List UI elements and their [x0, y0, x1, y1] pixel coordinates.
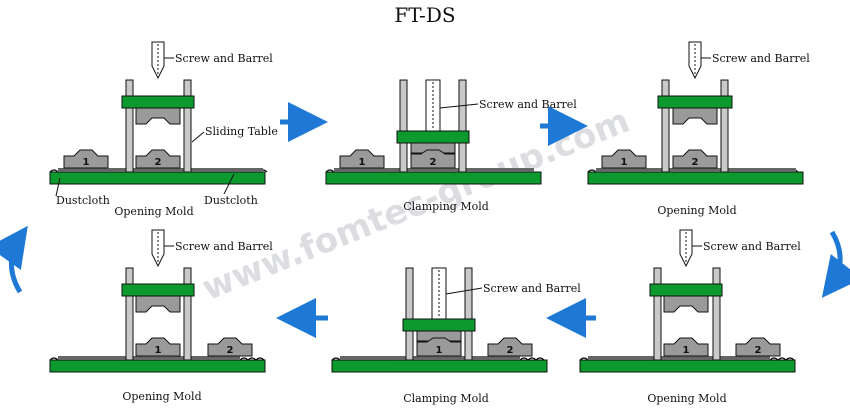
leader-line	[55, 177, 61, 197]
sliding-table	[340, 356, 520, 360]
caption-opening-mold: Opening Mold	[657, 204, 736, 217]
mold-number: 1	[359, 157, 366, 168]
lower-mold-2	[410, 149, 456, 169]
mold-number: 1	[621, 157, 628, 168]
tie-bar-right	[183, 79, 192, 173]
mold-number: 1	[436, 345, 443, 356]
lower-mold-2	[672, 149, 718, 169]
sliding-table	[58, 356, 240, 360]
upper-mold	[672, 107, 718, 125]
stage-opening-mold-4: 1 2 Screw and Barrel Opening Mold	[49, 229, 273, 403]
lower-mold-1	[663, 337, 709, 357]
tie-bar-left	[661, 79, 670, 173]
caption-clamping-mold: Clamping Mold	[403, 200, 489, 213]
base-plate	[331, 359, 548, 373]
lower-mold-1	[63, 149, 109, 169]
curved-arrow-icon	[0, 225, 28, 294]
mold-number: 2	[507, 345, 514, 356]
caption-opening-mold: Opening Mold	[647, 392, 726, 405]
mold-number: 2	[227, 345, 234, 356]
mold-number: 2	[430, 157, 437, 168]
mold-number: 1	[683, 345, 690, 356]
base-plate	[579, 359, 796, 373]
stage-clamping-mold-1: 2 1 Screw and Barrel Clamping Mold	[325, 79, 577, 213]
sliding-table	[588, 356, 770, 360]
tie-bar-left	[125, 79, 134, 173]
leader-line	[439, 103, 479, 109]
platen	[649, 283, 723, 297]
sliding-table	[596, 168, 796, 172]
mold-number: 2	[755, 345, 762, 356]
leader-line	[223, 173, 235, 195]
upper-mold	[135, 107, 181, 125]
label-screw-and-barrel: Screw and Barrel	[712, 52, 810, 65]
tie-bar-right	[183, 267, 192, 361]
stage-clamping-mold-2: 1 2 Screw and Barrel Clamping Mold	[331, 267, 581, 405]
lower-mold-1	[135, 337, 181, 357]
curved-arrow-icon	[821, 230, 850, 298]
platen	[402, 318, 476, 332]
base-plate	[49, 171, 266, 185]
sliding-table	[334, 168, 534, 172]
caption-clamping-mold: Clamping Mold	[403, 392, 489, 405]
platen	[657, 95, 733, 109]
lower-mold-2	[135, 149, 181, 169]
leader-line	[445, 287, 483, 295]
lower-mold-1	[339, 149, 385, 169]
upper-mold	[410, 142, 456, 154]
label-dustcloth-left: Dustcloth	[56, 194, 110, 207]
platen	[121, 283, 195, 297]
lower-mold-1	[601, 149, 647, 169]
tie-bar-right	[464, 267, 473, 361]
upper-mold	[135, 295, 181, 313]
platen	[396, 130, 470, 144]
upper-mold	[663, 295, 709, 313]
label-screw-and-barrel: Screw and Barrel	[175, 52, 273, 65]
sliding-table	[58, 168, 263, 172]
base-plate	[49, 359, 266, 373]
base-plate	[587, 171, 804, 185]
label-screw-and-barrel: Screw and Barrel	[483, 282, 581, 295]
lower-mold-2	[487, 337, 533, 357]
lower-mold-2	[207, 337, 253, 357]
label-screw-and-barrel: Screw and Barrel	[479, 98, 577, 111]
diagram-title: FT-DS	[394, 3, 455, 27]
stage-opening-mold-1: 2 1 Screw and Barrel Sliding Table Dustc…	[49, 41, 278, 218]
upper-mold	[416, 330, 462, 342]
platen	[121, 95, 195, 109]
caption-opening-mold: Opening Mold	[114, 205, 193, 218]
tie-bar-left	[653, 267, 662, 361]
tie-bar-right	[458, 79, 467, 173]
leader-line	[191, 131, 205, 143]
mold-number: 2	[692, 157, 699, 168]
lower-mold-1	[416, 337, 462, 357]
label-dustcloth-right: Dustcloth	[204, 194, 258, 207]
tie-bar-left	[399, 79, 408, 173]
tie-bar-left	[125, 267, 134, 361]
tie-bar-right	[720, 79, 729, 173]
caption-opening-mold: Opening Mold	[122, 390, 201, 403]
tie-bar-right	[712, 267, 721, 361]
tie-bar-left	[405, 267, 414, 361]
mold-number: 2	[155, 157, 162, 168]
mold-number: 1	[155, 345, 162, 356]
lower-mold-2	[735, 337, 781, 357]
label-sliding-table: Sliding Table	[205, 125, 278, 138]
mold-number: 1	[83, 157, 90, 168]
stage-opening-mold-2: 2 1 Screw and Barrel Opening Mold	[587, 41, 810, 217]
label-screw-and-barrel: Screw and Barrel	[175, 240, 273, 253]
base-plate	[325, 171, 542, 185]
stage-opening-mold-3: 1 2 Screw and Barrel Opening Mold	[579, 229, 801, 405]
label-screw-and-barrel: Screw and Barrel	[703, 240, 801, 253]
